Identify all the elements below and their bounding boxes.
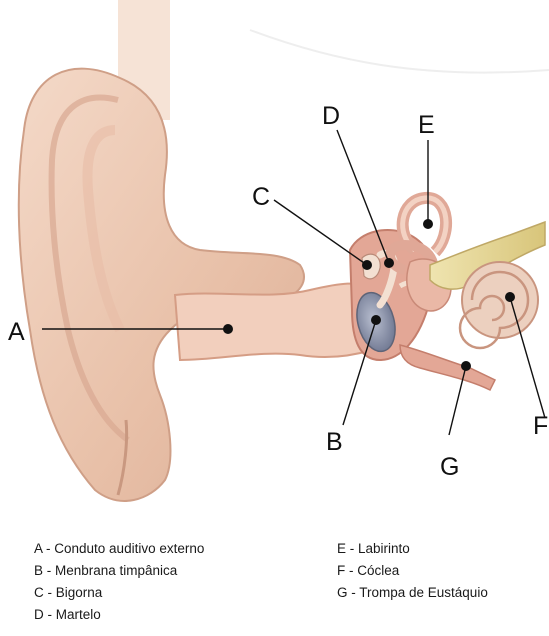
label-f: F	[533, 412, 548, 440]
legend-item-e: E - Labirinto	[337, 538, 488, 560]
label-c: C	[252, 183, 270, 211]
label-a: A	[8, 318, 25, 346]
label-g: G	[440, 453, 459, 481]
legend-item-d: D - Martelo	[34, 604, 204, 626]
legend-right-column: E - Labirinto F - Cóclea G - Trompa de E…	[337, 538, 488, 604]
legend-left-column: A - Conduto auditivo externo B - Menbran…	[34, 538, 204, 626]
legend-item-b: B - Menbrana timpânica	[34, 560, 204, 582]
eustachian-tube	[400, 345, 495, 390]
label-e: E	[418, 111, 435, 139]
ear-anatomy-diagram: A B C D E F G	[0, 0, 549, 520]
legend-item-f: F - Cóclea	[337, 560, 488, 582]
ear-canal	[175, 284, 372, 360]
label-d: D	[322, 102, 340, 130]
skull-outline	[250, 30, 549, 73]
legend-item-c: C - Bigorna	[34, 582, 204, 604]
legend-item-a: A - Conduto auditivo externo	[34, 538, 204, 560]
cochlea	[460, 262, 538, 348]
legend-item-g: G - Trompa de Eustáquio	[337, 582, 488, 604]
label-b: B	[326, 428, 343, 456]
